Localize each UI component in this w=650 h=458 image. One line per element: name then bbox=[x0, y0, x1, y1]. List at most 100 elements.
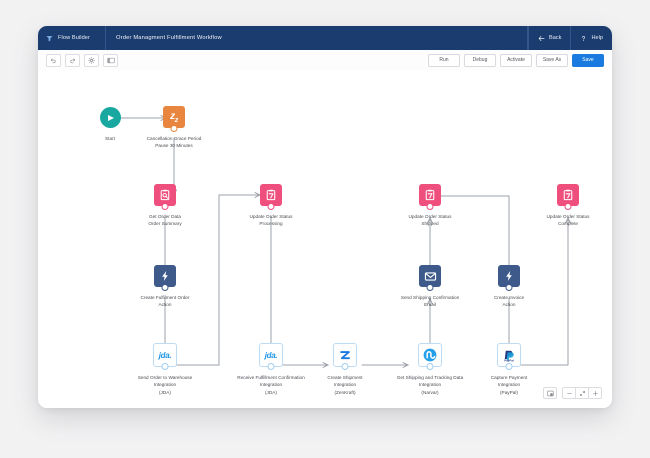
node-connector-dot bbox=[341, 363, 349, 370]
paypal-logo-icon: PayPal bbox=[504, 350, 514, 362]
settings-button[interactable] bbox=[84, 53, 99, 67]
update-records-icon bbox=[563, 189, 573, 201]
question-mark-icon bbox=[580, 35, 587, 42]
workflow-title: Order Managment Fulfillment Workflow bbox=[106, 26, 529, 50]
node-connector-dot bbox=[161, 363, 169, 370]
node-create-invoice[interactable]: Create Invoice Action bbox=[453, 265, 565, 309]
get-records-icon bbox=[160, 189, 170, 201]
flow-builder-logo-icon bbox=[46, 35, 53, 42]
node-update-shipped-label: Update Order Status Shipped bbox=[408, 214, 452, 227]
node-update-order-status-shipped[interactable]: Update Order Status Shipped bbox=[374, 184, 486, 228]
jda-logo-icon: jda. bbox=[264, 350, 278, 360]
run-button[interactable]: Run bbox=[428, 53, 460, 67]
flow-canvas[interactable]: Start zz Cancellation Grace Period Pause… bbox=[38, 70, 612, 408]
connector-updship-to-createinv bbox=[440, 195, 509, 276]
lightning-bolt-icon bbox=[162, 271, 168, 281]
node-cancellation-grace-period[interactable]: zz Cancellation Grace Period Pause 30 Mi… bbox=[118, 106, 230, 150]
node-create-fulfilment-label: Create Fulfilment Order Action bbox=[140, 295, 190, 308]
back-button[interactable]: Back bbox=[528, 26, 570, 50]
pause-node-shape: zz bbox=[163, 106, 185, 132]
redo-button[interactable] bbox=[65, 53, 80, 67]
toolbar: Run Debug Activate Save As Save bbox=[38, 50, 612, 71]
node-receive-fulfillment-confirmation[interactable]: jda. Receive Fulfillment Confirmation In… bbox=[215, 343, 327, 396]
undo-button[interactable] bbox=[46, 53, 61, 67]
node-pause-label: Cancellation Grace Period Pause 30 Minut… bbox=[146, 136, 202, 149]
workflow-title-text: Order Managment Fulfillment Workflow bbox=[116, 35, 222, 41]
node-update-processing-label: Update Order Status Processing bbox=[249, 214, 293, 227]
node-create-fulfilment-order[interactable]: Create Fulfilment Order Action bbox=[109, 265, 221, 309]
fullscreen-button[interactable] bbox=[576, 387, 589, 399]
save-as-button[interactable]: Save As bbox=[536, 53, 568, 67]
node-connector-dot bbox=[505, 363, 513, 370]
connector-sendwh-to-updproc bbox=[175, 195, 260, 366]
node-send-warehouse-label: Send Order to Warehouse Integration (JDA… bbox=[137, 375, 193, 395]
toolbar-left-group bbox=[38, 53, 118, 67]
node-connector-dot bbox=[426, 203, 434, 210]
node-capture-payment-label: Capture Payment Integration (PayPal) bbox=[490, 375, 528, 395]
narvar-logo-icon bbox=[423, 348, 437, 362]
brand-logo-area[interactable]: Flow Builder bbox=[38, 26, 106, 50]
update-records-node-shape bbox=[260, 184, 282, 210]
help-button[interactable]: Help bbox=[570, 26, 612, 50]
brand-label: Flow Builder bbox=[58, 35, 90, 41]
fit-to-screen-icon bbox=[546, 390, 554, 396]
integration-node-shape: jda. bbox=[259, 343, 283, 370]
integration-node-shape: PayPal bbox=[497, 343, 521, 370]
node-start-label: Start bbox=[105, 136, 115, 141]
node-start[interactable]: Start bbox=[89, 107, 131, 142]
node-connector-dot bbox=[170, 125, 178, 132]
start-node-shape bbox=[99, 107, 121, 128]
action-node-shape bbox=[154, 265, 176, 291]
fit-to-screen-button[interactable] bbox=[543, 387, 557, 399]
node-connector-dot bbox=[161, 203, 169, 210]
node-capture-payment[interactable]: PayPal Capture Payment Integration (PayP… bbox=[453, 343, 565, 396]
node-update-complete-label: Update Order Status Complete bbox=[546, 214, 590, 227]
integration-node-shape: jda. bbox=[153, 343, 177, 370]
node-get-order-data[interactable]: Get Order Data Order Summary bbox=[109, 184, 221, 228]
node-connector-dot bbox=[426, 284, 434, 291]
node-create-shipment[interactable]: Create Shipment Integration (ZenKraft) bbox=[289, 343, 401, 396]
node-send-email-label: Send Shipping Confirmation Email bbox=[400, 295, 460, 308]
sleep-zz-icon: zz bbox=[170, 110, 178, 124]
node-connector-dot bbox=[426, 363, 434, 370]
node-connector-dot bbox=[161, 284, 169, 291]
zoom-out-button[interactable] bbox=[562, 387, 576, 399]
node-connector-dot bbox=[267, 203, 275, 210]
node-send-shipping-confirmation[interactable]: Send Shipping Confirmation Email bbox=[374, 265, 486, 309]
save-button[interactable]: Save bbox=[572, 53, 604, 67]
back-label: Back bbox=[549, 35, 562, 41]
lightning-bolt-icon bbox=[506, 271, 512, 281]
panel-toggle-button[interactable] bbox=[103, 53, 118, 67]
update-records-icon bbox=[266, 189, 276, 201]
canvas-zoom-controls bbox=[543, 387, 602, 399]
envelope-icon bbox=[424, 271, 436, 281]
zoom-in-button[interactable] bbox=[589, 387, 602, 399]
flow-builder-window: Flow Builder Order Managment Fulfillment… bbox=[38, 26, 612, 408]
node-create-shipment-label: Create Shipment Integration (ZenKraft) bbox=[327, 375, 363, 395]
arrow-left-icon bbox=[538, 35, 545, 42]
node-connector-dot bbox=[267, 363, 275, 370]
node-connector-dot bbox=[564, 203, 572, 210]
update-records-node-shape bbox=[419, 184, 441, 210]
connector-capturepay-to-updcomplete bbox=[520, 218, 568, 366]
node-get-shipping-tracking-data[interactable]: Get Shipping and Tracking Data Integrati… bbox=[374, 343, 486, 396]
node-connector-dot bbox=[505, 284, 513, 291]
integration-node-shape bbox=[418, 343, 442, 370]
node-update-order-status-complete[interactable]: Update Order Status Complete bbox=[512, 184, 612, 228]
zoom-in-icon bbox=[592, 390, 598, 396]
fullscreen-icon bbox=[579, 390, 585, 396]
node-get-order-label: Get Order Data Order Summary bbox=[148, 214, 182, 227]
zenkraft-logo-icon bbox=[340, 351, 350, 360]
action-node-shape bbox=[498, 265, 520, 291]
help-label: Help bbox=[591, 35, 603, 41]
zoom-button-group bbox=[562, 387, 602, 399]
zoom-out-icon bbox=[566, 392, 572, 394]
play-icon bbox=[107, 114, 114, 121]
debug-button[interactable]: Debug bbox=[464, 53, 496, 67]
node-update-order-status-processing[interactable]: Update Order Status Processing bbox=[215, 184, 327, 228]
node-create-invoice-label: Create Invoice Action bbox=[493, 295, 525, 308]
toolbar-right-group: Run Debug Activate Save As Save bbox=[428, 53, 612, 67]
activate-button[interactable]: Activate bbox=[500, 53, 532, 67]
node-send-order-to-warehouse[interactable]: jda. Send Order to Warehouse Integration… bbox=[109, 343, 221, 396]
email-node-shape bbox=[419, 265, 441, 291]
